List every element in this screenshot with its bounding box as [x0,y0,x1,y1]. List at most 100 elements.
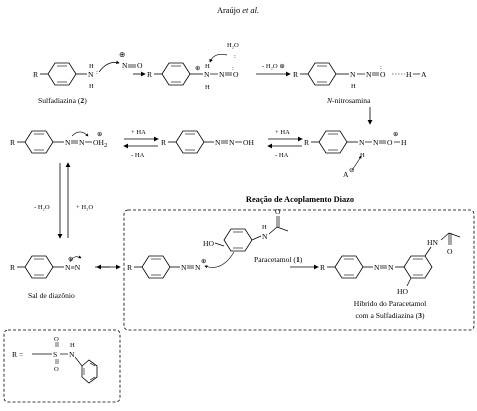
nitrosamine-label: N-nitrosamina [326,96,371,105]
svg-text:N: N [374,263,380,272]
svg-text:⊕: ⊕ [119,50,125,59]
svg-text:N: N [181,263,187,272]
svg-text:⊖: ⊖ [349,167,355,174]
svg-text:H: H [360,152,365,159]
svg-text:⊕: ⊕ [393,131,399,138]
svg-text:R: R [10,138,16,147]
coupling-title: Reação de Acoplamento Diazo [246,195,354,204]
svg-text:N: N [122,61,128,70]
svg-text:H: H [205,63,210,70]
svg-text:N: N [79,138,85,147]
svg-text:H: H [401,138,407,147]
vertical-equilibrium: - H₂O + H₂O [34,162,93,239]
svg-text:OH: OH [243,138,254,147]
svg-text:A: A [343,170,349,179]
svg-text:H: H [406,70,412,79]
svg-text:R: R [320,263,326,272]
svg-text:O: O [54,366,59,373]
svg-text:N: N [204,70,210,79]
svg-text:O: O [233,70,239,79]
svg-text:O: O [137,61,143,70]
nitrosonium-ion: ⊕ N O [98,50,143,73]
svg-text:+ HA: + HA [131,129,146,136]
svg-text:⊕: ⊕ [97,131,103,138]
sulfadiazine-label: Sulfadiazina (2) [38,96,87,105]
svg-text:N: N [366,70,372,79]
equilibrium-arrows-2: + HA - HA [267,129,303,159]
svg-text:H: H [89,83,94,90]
paracetamol-structure: HO N H O [203,207,289,269]
svg-text:HO: HO [397,287,408,296]
diazonium-resonance: R N N ⊕ [127,255,207,279]
svg-text:R: R [161,138,167,147]
hybrid-label-line1: Híbrido do Paracetamol [354,299,427,308]
coupling-reaction-box [123,209,475,331]
svg-text:⊕: ⊕ [201,258,207,265]
svg-text:H: H [70,342,75,349]
svg-text:R: R [304,138,310,147]
hybrid-label-line2: com a Sulfadiazina (3) [356,311,425,320]
equilibrium-arrows-1: + HA - HA [123,129,159,159]
svg-text:O: O [387,138,393,147]
svg-text::: : [380,64,382,71]
svg-text:R: R [293,70,299,79]
svg-text:N: N [219,70,225,79]
svg-text:N≡N: N≡N [65,263,81,272]
svg-text:OH2: OH2 [93,138,107,149]
svg-text:N: N [388,263,394,272]
svg-text:⊕: ⊕ [195,65,201,72]
svg-text:H: H [262,224,267,231]
protonated-nitrosamine: R ⊕ N H H N O : H₂O : [147,42,239,91]
hybrid-product-structure: R N N HO HN O [320,232,461,296]
minus-water-1: - H₂O ⊕ [262,63,285,70]
svg-text:N: N [229,138,235,147]
svg-text:N: N [88,70,94,79]
water-label: H₂O [227,42,239,49]
svg-text:S: S [53,350,57,359]
svg-text:⊕: ⊕ [68,256,74,263]
svg-text:N: N [65,138,71,147]
svg-text:N: N [195,263,201,272]
protonated-tautomer: R N H N O ⊕ H A ⊖ [304,130,407,179]
diazohydroxide-protonated: R N N OH2 ⊕ [10,130,107,154]
svg-text:N: N [350,70,356,79]
svg-text::: : [96,69,98,76]
svg-text:+ H₂O: + H₂O [76,204,93,211]
svg-text:R: R [127,263,133,272]
svg-text:H: H [205,84,210,91]
svg-text:R: R [10,263,16,272]
diazonium-salt-structure: R ⊕ N≡N [10,255,82,279]
svg-text::: : [232,65,234,72]
diazonium-label: Sal de diazônio [28,291,75,300]
svg-text:- HA: - HA [275,152,289,159]
svg-text:N: N [262,232,268,241]
svg-text:N: N [359,138,365,147]
paracetamol-label: Paracetamol (1) [254,255,303,264]
svg-text::: : [234,53,236,60]
svg-text:HN: HN [427,238,438,247]
svg-text:O: O [380,70,386,79]
r-group-definition: R = S O O N H [12,336,98,384]
svg-text:O: O [447,247,453,256]
sulfadiazine-structure: R N H H : [33,62,98,90]
svg-text:- HA: - HA [131,152,145,159]
svg-text:O: O [275,207,281,216]
r-definition-box [3,329,121,403]
svg-text:HO: HO [203,239,214,248]
svg-text:O: O [54,336,59,343]
r-group-label: R [33,70,39,79]
svg-text:H: H [351,83,356,90]
svg-text:+ HA: + HA [275,129,290,136]
n-nitrosamine-structure: R N H N O : H A [293,62,427,90]
svg-text:N: N [215,138,221,147]
diazohydroxide: R N N OH [161,130,254,154]
svg-text:N: N [373,138,379,147]
svg-text:N: N [69,350,75,359]
svg-text:A: A [421,70,427,79]
svg-text:R =: R = [12,350,23,359]
svg-text:- H₂O: - H₂O [34,204,50,211]
svg-text:H: H [89,63,94,70]
svg-text:R: R [147,70,153,79]
